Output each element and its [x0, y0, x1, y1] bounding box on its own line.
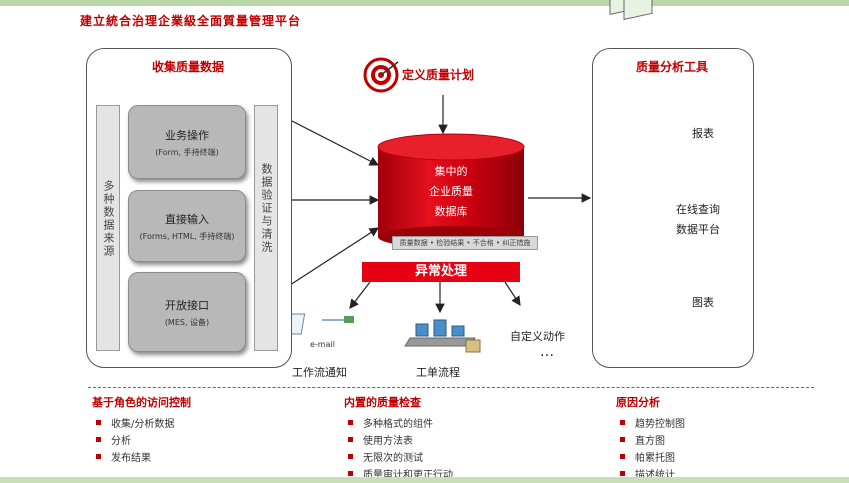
custom-action-label: 自定义动作 — [510, 330, 565, 343]
bottom-column-root-cause: 原因分析 趋势控制图 直方图 帕累托图 描述统计 — [616, 394, 685, 482]
page-title: 建立統合治理企業級全面質量管理平台 — [80, 14, 302, 28]
bottom-column-quality-checks: 内置的质量检查 多种格式的组件 使用方法表 无限次的测试 质量审计和更正行动 — [344, 394, 453, 482]
source-sidebar-label: 多种数据来源 — [102, 180, 115, 258]
arrow-src-3 — [289, 227, 380, 286]
list-item-text: 无限次的测试 — [363, 453, 423, 464]
database-line-2: 企业质量 — [429, 185, 473, 198]
list-item: 使用方法表 — [348, 431, 453, 448]
work-process-label: 工单流程 — [416, 366, 460, 379]
analysis-tools-panel — [592, 48, 754, 368]
source-business-operation: 业务操作 (Form, 手持终端) — [128, 105, 246, 179]
source-open-interface: 开放接口 (MES, 设备) — [128, 272, 246, 352]
bullet-icon — [348, 471, 353, 476]
quality-plan-label: 定义质量计划 — [402, 68, 475, 82]
list-item: 无限次的测试 — [348, 448, 453, 465]
list-item: 直方图 — [620, 431, 685, 448]
analysis-tools-title: 质量分析工具 — [635, 60, 708, 74]
list-item-text: 描述统计 — [635, 470, 675, 481]
source-title: 业务操作 — [165, 128, 209, 142]
conveyor-icon — [404, 319, 481, 353]
source-title: 直接输入 — [165, 212, 209, 226]
bullet-icon — [620, 471, 625, 476]
chart-label: 图表 — [692, 296, 714, 309]
list-item-text: 质量审计和更正行动 — [363, 470, 453, 481]
bullet-icon — [96, 437, 101, 442]
bottom-column-access-control: 基于角色的访问控制 收集/分析数据 分析 发布结果 — [92, 394, 191, 465]
arrow-custom — [504, 281, 521, 307]
online-query-label: 在线查询 数据平台 — [676, 203, 720, 236]
list-item: 收集/分析数据 — [96, 414, 191, 431]
list-item: 分析 — [96, 431, 191, 448]
bullet-icon — [96, 454, 101, 459]
list-item-text: 帕累托图 — [635, 453, 675, 464]
section-divider — [88, 387, 814, 388]
list-item: 描述统计 — [620, 465, 685, 482]
source-title: 开放接口 — [165, 298, 209, 312]
source-subtitle: (Form, 手持终端) — [155, 147, 219, 157]
list-item-text: 趋势控制图 — [635, 419, 685, 430]
list-item: 发布结果 — [96, 448, 191, 465]
report-label: 报表 — [692, 127, 714, 140]
column-heading: 内置的质量检查 — [344, 396, 421, 409]
database-label: 集中的 企业质量 数据库 — [378, 162, 524, 222]
data-collection-title: 收集质量数据 — [151, 60, 224, 74]
validation-sidebar-label: 数据验证与清洗 — [260, 163, 273, 254]
database-line-1: 集中的 — [434, 165, 468, 178]
list-item-text: 发布结果 — [111, 453, 151, 464]
bullet-icon — [348, 454, 353, 459]
data-strip: 质量数据 • 检验结果 • 不合格 • 纠正措施 — [392, 236, 538, 250]
bullet-icon — [96, 420, 101, 425]
list-item: 多种格式的组件 — [348, 414, 453, 431]
list-item: 质量审计和更正行动 — [348, 465, 453, 482]
more-ellipsis: … — [540, 344, 554, 360]
top-decor-bar — [0, 0, 849, 6]
target-icon — [363, 57, 399, 93]
email-icon-label: e-mail — [310, 340, 335, 349]
bullet-icon — [348, 437, 353, 442]
list-item: 帕累托图 — [620, 448, 685, 465]
validation-sidebar — [254, 105, 278, 351]
database-line-3: 数据库 — [434, 205, 468, 218]
source-subtitle: (MES, 设备) — [164, 317, 210, 327]
list-item: 趋势控制图 — [620, 414, 685, 431]
bullet-icon — [620, 454, 625, 459]
list-item-text: 分析 — [111, 436, 131, 447]
arrow-notify — [349, 281, 371, 309]
workflow-notify-label: 工作流通知 — [292, 366, 347, 379]
list-item-text: 使用方法表 — [363, 436, 413, 447]
exception-handling-banner: 异常处理 — [362, 262, 520, 282]
list-item-text: 收集/分析数据 — [111, 419, 175, 430]
arrow-src-1 — [289, 119, 380, 166]
list-item-text: 多种格式的组件 — [363, 419, 433, 430]
database-cylinder — [377, 133, 525, 248]
column-heading: 基于角色的访问控制 — [92, 396, 191, 409]
bullet-icon — [348, 420, 353, 425]
bottom-decor-bar — [0, 477, 849, 483]
list-item-text: 直方图 — [635, 436, 665, 447]
source-direct-input: 直接输入 (Forms, HTML, 手持终端) — [128, 190, 246, 262]
source-subtitle: (Forms, HTML, 手持终端) — [139, 231, 235, 241]
bullet-icon — [620, 420, 625, 425]
bullet-icon — [620, 437, 625, 442]
column-heading: 原因分析 — [616, 396, 660, 409]
source-sidebar — [96, 105, 120, 351]
